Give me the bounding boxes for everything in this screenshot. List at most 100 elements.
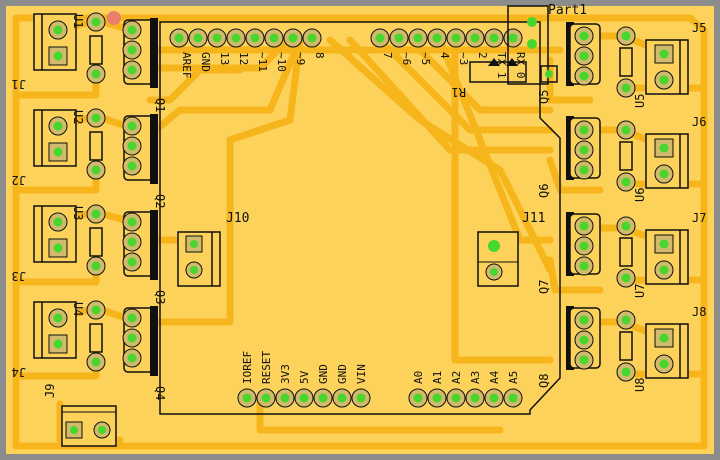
j9-label: J9 <box>43 384 57 398</box>
pad-hole <box>659 265 669 275</box>
pad-hole <box>91 165 101 175</box>
bottom-header-label: 3V3 <box>279 364 292 384</box>
pad-hole <box>231 33 241 43</box>
pad-hole <box>579 71 589 81</box>
pad-hole <box>579 31 589 41</box>
resistor-label: U3 <box>71 206 85 220</box>
pad-hole <box>318 393 328 403</box>
pad-hole <box>127 65 137 75</box>
pad-hole <box>212 33 222 43</box>
pad-hole <box>127 141 137 151</box>
resistor-label: U1 <box>71 14 85 28</box>
pad-hole <box>621 125 631 135</box>
pad-hole <box>413 393 423 403</box>
bottom-header-label: A4 <box>488 370 501 384</box>
resistor-body <box>89 227 103 257</box>
pad-hole <box>250 33 260 43</box>
pad-hole <box>579 335 589 345</box>
pad-hole <box>53 25 63 35</box>
pad-hole <box>451 393 461 403</box>
connector-j11 <box>477 231 519 287</box>
pad-hole <box>375 33 385 43</box>
top-header-label: ~3 <box>457 52 470 65</box>
pad-hole <box>280 393 290 403</box>
pad-hole <box>91 305 101 315</box>
pad-hole <box>53 217 63 227</box>
top-header-label: TX 1 <box>495 52 508 79</box>
top-header-label: ~9 <box>294 52 307 65</box>
connector-j9 <box>61 405 117 447</box>
pad-hole <box>659 239 669 249</box>
pad-hole <box>91 17 101 27</box>
pad-hole <box>53 51 63 61</box>
top-header-label: ~6 <box>400 52 413 65</box>
bottom-header-label: A5 <box>507 371 520 384</box>
pad-hole <box>242 393 252 403</box>
pad-hole <box>659 75 669 85</box>
terminal-label: J6 <box>692 115 706 129</box>
resistor-body <box>89 35 103 65</box>
bottom-header-label: GND <box>317 364 330 384</box>
pad-hole <box>621 315 631 325</box>
pad-hole <box>307 33 317 43</box>
pad-hole <box>579 315 589 325</box>
pad-hole <box>127 313 137 323</box>
bottom-header-label: IOREF <box>241 351 254 384</box>
top-header-label: RX 0 <box>514 52 527 79</box>
resistor-body <box>619 141 633 171</box>
pad-hole <box>127 217 137 227</box>
terminal-label: J5 <box>692 21 706 35</box>
terminal-label: J3 <box>12 269 26 283</box>
pad-hole <box>489 393 499 403</box>
pad-hole <box>621 221 631 231</box>
resistor-body <box>619 331 633 361</box>
transistor-label: Q3 <box>153 290 167 304</box>
top-header-label: 8 <box>313 52 326 59</box>
pad-hole <box>91 69 101 79</box>
resistor-label: U7 <box>633 284 647 298</box>
pad-hole <box>91 209 101 219</box>
pad-hole <box>127 237 137 247</box>
bottom-header-label: A1 <box>431 371 444 384</box>
transistor-label: Q2 <box>153 194 167 208</box>
pad-hole <box>579 355 589 365</box>
pad-hole <box>579 145 589 155</box>
pad-hole <box>127 25 137 35</box>
pad-hole <box>432 393 442 403</box>
pad-hole <box>659 49 669 59</box>
resistor-label: U4 <box>71 302 85 316</box>
pad-hole <box>621 177 631 187</box>
pad-hole <box>579 165 589 175</box>
pad-hole <box>621 273 631 283</box>
transistor-label: Q6 <box>537 184 551 198</box>
resistor-label: U5 <box>633 94 647 108</box>
transistor-tab <box>150 306 158 376</box>
pad-hole <box>127 121 137 131</box>
pad-hole <box>288 33 298 43</box>
resistor-label: U2 <box>71 110 85 124</box>
pad-hole <box>261 393 271 403</box>
pad-hole <box>269 33 279 43</box>
terminal-label: J7 <box>692 211 706 225</box>
terminal-label: J2 <box>12 173 26 187</box>
pad-hole <box>489 33 499 43</box>
pad-hole <box>127 333 137 343</box>
terminal-label: J1 <box>12 77 26 91</box>
shield-outline <box>159 21 561 415</box>
bottom-header-label: GND <box>336 364 349 384</box>
pad-hole <box>579 125 589 135</box>
top-header-label: 13 <box>218 52 231 65</box>
top-header-label: 12 <box>237 52 250 65</box>
pad-hole <box>356 393 366 403</box>
pad-hole <box>127 45 137 55</box>
part1-label: Part1 <box>548 3 587 18</box>
pad-hole <box>621 31 631 41</box>
bottom-header-label: A0 <box>412 371 425 384</box>
pad-hole <box>53 313 63 323</box>
top-header-label: 7 <box>381 52 394 59</box>
